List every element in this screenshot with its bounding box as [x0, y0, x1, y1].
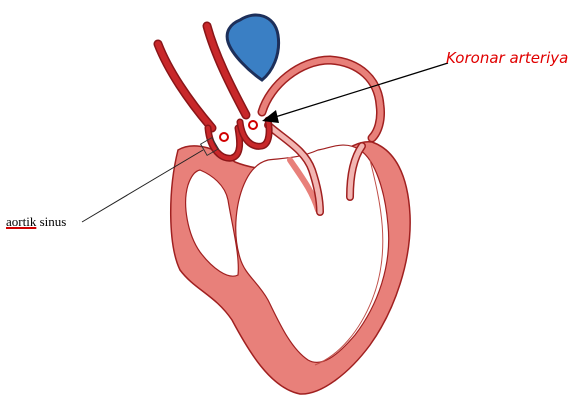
aortic-sinus-word-2: sinus [36, 214, 66, 229]
blue-vein-loop [227, 15, 278, 80]
coronary-ostium-left [220, 133, 228, 141]
aortic-sinus-word-1: aortik [6, 214, 36, 229]
aortic-sinus-label: aortik sinus [6, 214, 66, 230]
coronary-ostium-right [249, 121, 257, 129]
coronary-loop-inner [262, 60, 381, 138]
coronary-artery-label: Koronar arteriya [446, 49, 568, 67]
